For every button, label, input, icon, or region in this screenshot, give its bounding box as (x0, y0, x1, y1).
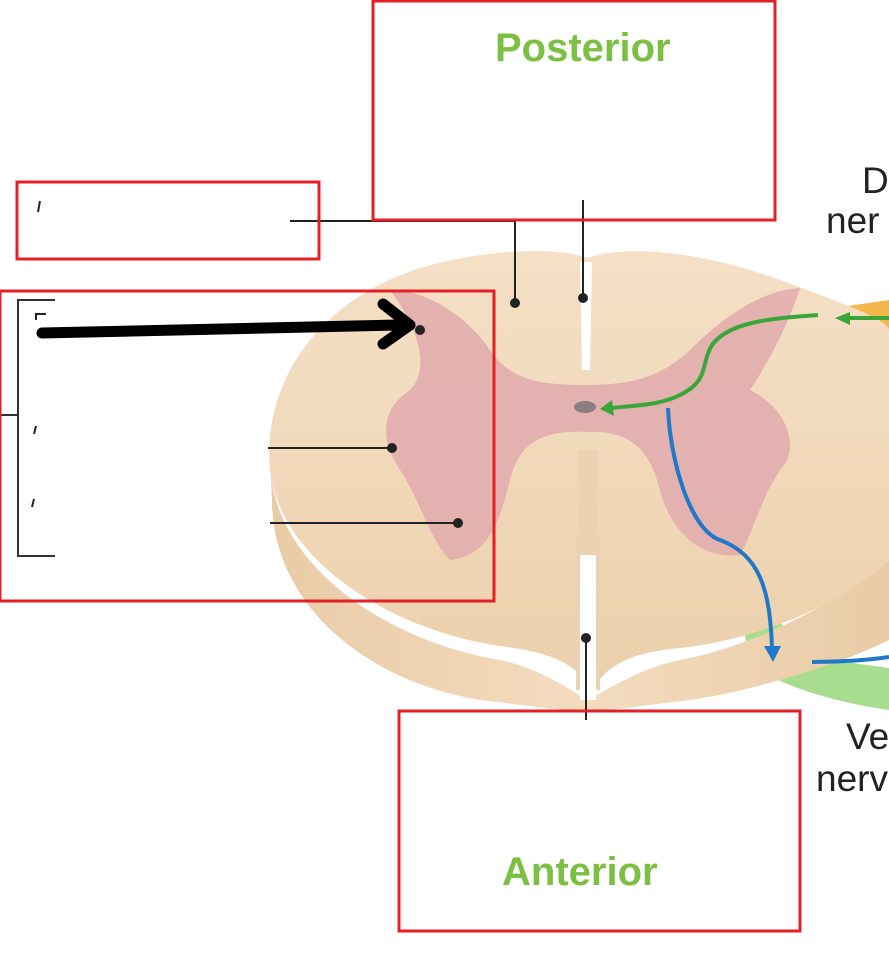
gray-matter-label-box (0, 289, 496, 603)
spinal-cord-side (270, 460, 889, 712)
anterior-label-box (397, 709, 802, 933)
posterior-label: Posterior (495, 26, 671, 70)
dorsal-root-label-fragment-1: D (862, 160, 889, 201)
residual-marks (31, 200, 46, 508)
sensory-pathway-arrow (600, 312, 889, 416)
anterior-fissure-gap (580, 555, 596, 700)
left-top-label-box (15, 180, 321, 261)
motor-pathway-arrow (666, 407, 889, 664)
posterior-label-box (371, 0, 777, 222)
posterior-median-sulcus (580, 262, 592, 370)
central-canal (574, 401, 596, 413)
gray-matter-bracket (0, 299, 55, 557)
anterior-label: Anterior (502, 850, 658, 894)
dorsal-root-label-fragment-2: ner (826, 200, 880, 241)
gray-matter (386, 288, 800, 560)
label-boxes (0, 0, 802, 933)
ventral-root-label-fragment-1: Ve (846, 716, 889, 757)
ventral-root-label-fragment-2: nerv (816, 758, 888, 799)
pointer-arrow (36, 298, 416, 350)
